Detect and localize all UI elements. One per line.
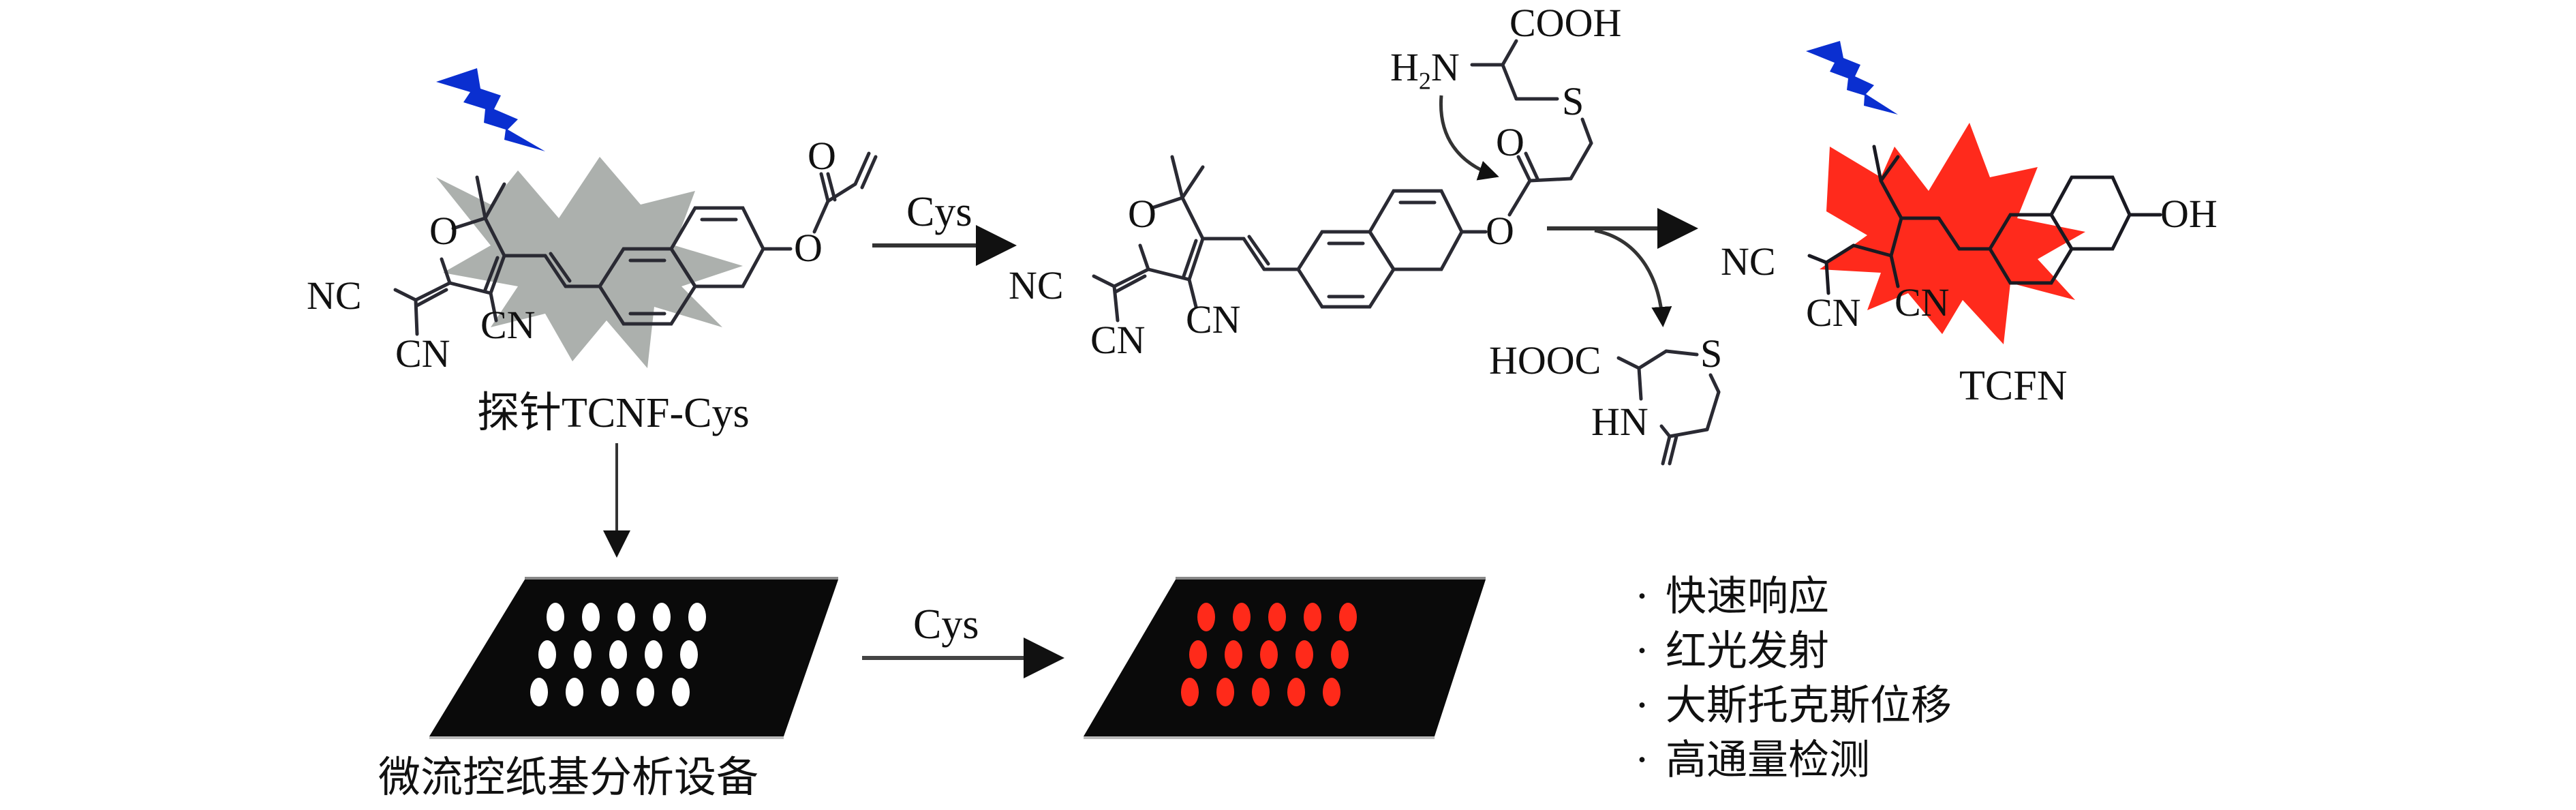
device-spot-red <box>1331 640 1349 669</box>
bullet-dot: · <box>1636 573 1649 620</box>
feature-text: 大斯托克斯位移 <box>1666 682 1952 730</box>
device-spot-white <box>637 678 654 706</box>
device-spot-white <box>688 603 706 631</box>
device-label: 微流控纸基分析设备 <box>378 755 759 801</box>
product-fluorescent-burst <box>1820 123 2085 344</box>
device-spot-red <box>1216 678 1234 706</box>
probe-atom-o-ring: O <box>429 209 458 253</box>
reagent-cys-2: Cys <box>913 601 979 648</box>
light-bolt-icon <box>436 68 545 151</box>
feature-item: · 快速响应 <box>1636 569 1952 624</box>
device-spot-white <box>574 640 592 669</box>
probe-label: 探针TCNF-Cys <box>477 390 750 436</box>
product-atom-cn2: CN <box>1895 280 1950 325</box>
cysteine-h2n-subscript: 2 <box>1418 67 1431 95</box>
byproduct-hooc: HOOC <box>1489 338 1601 382</box>
product-label: TCFN <box>1959 363 2068 409</box>
device-spot-white <box>566 678 583 706</box>
device-spot-red <box>1323 678 1340 706</box>
device-spot-white <box>582 603 600 631</box>
device-spot-red <box>1287 678 1305 706</box>
probe-atom-o-carbonyl: O <box>808 134 836 178</box>
cysteine-bonds <box>1470 39 1559 101</box>
device-spot-red <box>1304 603 1321 631</box>
device-spot-white <box>653 603 671 631</box>
probe-quenched-burst <box>436 157 743 368</box>
intermediate-atom-o-ring: O <box>1128 192 1156 236</box>
feature-text: 红光发射 <box>1666 627 1829 675</box>
cysteine-h2n-h: H <box>1390 45 1419 89</box>
product-atom-cn1: CN <box>1806 290 1861 335</box>
device-spot-red <box>1295 640 1313 669</box>
reagent-cys-1: Cys <box>906 189 972 235</box>
paper-device-before <box>429 577 838 739</box>
device-spot-red <box>1252 678 1270 706</box>
device-spot-white <box>530 678 548 706</box>
device-spot-white <box>617 603 635 631</box>
probe-molecule-bonds <box>393 151 878 336</box>
device-spot-red <box>1339 603 1357 631</box>
product-atom-nc: NC <box>1721 239 1776 284</box>
intermediate-molecule-bonds <box>1092 117 1593 322</box>
device-spot-red <box>1260 640 1278 669</box>
device-spot-red <box>1225 640 1242 669</box>
device-spot-red <box>1181 678 1199 706</box>
intermediate-atom-cn2: CN <box>1186 297 1241 342</box>
probe-atom-nc: NC <box>307 273 362 318</box>
bullet-dot: · <box>1636 736 1649 784</box>
intermediate-atom-o-carbonyl: O <box>1496 120 1524 164</box>
bullet-dot: · <box>1636 627 1649 675</box>
cysteine-h2n-n: N <box>1430 45 1460 89</box>
product-atom-oh: OH <box>2160 192 2218 236</box>
probe-atom-cn2: CN <box>480 303 536 347</box>
feature-text: 快速响应 <box>1666 573 1829 620</box>
byproduct-arrow <box>1594 228 1672 327</box>
cysteine-cooh: COOH <box>1509 1 1622 45</box>
device-spot-white <box>547 603 564 631</box>
cysteine-h2n: H2N <box>1390 48 1460 93</box>
device-spot-white <box>645 640 662 669</box>
byproduct-hn: HN <box>1591 400 1649 444</box>
byproduct-s: S <box>1700 331 1723 376</box>
light-bolt-icon-2 <box>1806 41 1898 115</box>
feature-item: · 红光发射 <box>1636 624 1952 678</box>
device-spot-red <box>1233 603 1251 631</box>
device-spot-red <box>1268 603 1286 631</box>
intermediate-atom-nc: NC <box>1009 263 1064 308</box>
feature-text: 高通量检测 <box>1666 736 1870 784</box>
device-spot-white <box>672 678 690 706</box>
device-spot-white <box>601 678 619 706</box>
intermediate-atom-s: S <box>1562 79 1584 123</box>
byproduct-bonds <box>1616 349 1721 466</box>
intermediate-atom-o-ester: O <box>1486 209 1514 253</box>
intermediate-atom-cn1: CN <box>1090 318 1146 362</box>
feature-item: · 高通量检测 <box>1636 733 1952 787</box>
bullet-dot: · <box>1636 682 1649 730</box>
feature-item: · 大斯托克斯位移 <box>1636 678 1952 733</box>
product-molecule-bonds <box>1807 145 2162 295</box>
device-spot-white <box>538 640 556 669</box>
device-spot-red <box>1197 603 1215 631</box>
nucleophilic-attack-arrow <box>1439 95 1499 181</box>
device-spot-white <box>609 640 627 669</box>
probe-atom-o-ester: O <box>794 226 823 270</box>
paper-device-after <box>1084 577 1486 739</box>
device-spot-red <box>1189 640 1207 669</box>
probe-atom-cn1: CN <box>395 331 450 376</box>
feature-list: · 快速响应 · 红光发射 · 大斯托克斯位移 · 高通量检测 <box>1636 569 1952 787</box>
device-spot-white <box>680 640 698 669</box>
